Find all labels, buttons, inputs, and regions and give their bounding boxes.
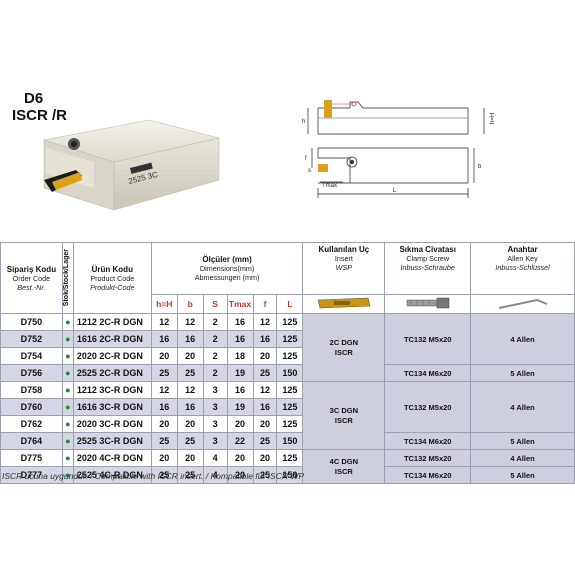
dim-header-tmax: Tmax: [226, 294, 254, 314]
title-line2: ISCR /R: [12, 107, 68, 124]
stock-dot: ●: [61, 415, 74, 433]
screw-group-1b: TC134 M6x20: [384, 364, 472, 382]
diagram-label-l: L: [393, 188, 397, 194]
dim-header-l: L: [276, 294, 304, 314]
compatibility-note: ISCR ucuna uygundur. / Compatible with I…: [2, 471, 305, 481]
dimension-diagram: h h=H f s Tmax b L: [302, 100, 496, 198]
product-title: D6 ISCR /R: [12, 90, 67, 124]
stock-dot: ●: [61, 432, 74, 450]
key-group-1b: 5 Allen: [470, 364, 575, 382]
screw-group-2a: TC132 M5x20: [384, 381, 472, 433]
screw-group-3a: TC132 M5x20: [384, 449, 472, 467]
table-row: D756 ● 2525 2C-R DGN 25 25 2 19 25 150 T…: [0, 364, 575, 382]
header-dimensions: Ölçüler (mm)Dimensions(mm)Abmessungen (m…: [150, 242, 304, 295]
stock-dot: ●: [61, 330, 74, 348]
tool-holder-photo: 2525 3C: [43, 119, 220, 211]
dim-header-f: f: [252, 294, 278, 314]
diagram-label-f: f: [305, 156, 307, 162]
diagram-label-h: h: [302, 119, 305, 125]
key-group-3b: 5 Allen: [470, 466, 575, 484]
key-image-cell: [470, 294, 575, 314]
table-row: D775 ● 2020 4C-R DGN 20 20 4 20 20 125 4…: [0, 449, 575, 484]
key-group-2a: 4 Allen: [470, 381, 575, 433]
key-group-3a: 4 Allen: [470, 449, 575, 467]
diagram-label-s: s: [308, 168, 311, 174]
table-row: D760 ● 1616 3C-R DGN 16 16 3 19 16 125: [0, 398, 575, 416]
stock-dot: ●: [61, 313, 74, 331]
stock-dot: ●: [61, 381, 74, 399]
table-row: D758 ● 1212 3C-R DGN 12 12 3 16 12 125 3…: [0, 381, 575, 450]
table-row: D750 ● 1212 2C-R DGN 12 12 2 16 12 125 2…: [0, 313, 575, 382]
table-row: D762 ● 2020 3C-R DGN 20 20 3 20 20 125: [0, 415, 575, 433]
table-row: D764 ● 2525 3C-R DGN 25 25 3 22 25 150 T…: [0, 432, 575, 450]
table-row: D752 ● 1616 2C-R DGN 16 16 2 16 16 125: [0, 330, 575, 348]
header-stock: Stok/Stock/Lager: [61, 242, 74, 314]
diagram-label-b: b: [478, 164, 482, 170]
dim-header-s: S: [202, 294, 228, 314]
dim-header-b: b: [176, 294, 204, 314]
diagram-label-h-eq-H: h=H: [490, 113, 496, 124]
key-group-2b: 5 Allen: [470, 432, 575, 450]
allen-key-icon: [498, 298, 547, 309]
dim-header-h: h=H: [150, 294, 178, 314]
stock-dot: ●: [61, 364, 74, 382]
title-line1: D6: [24, 90, 44, 107]
table-row: D777 ● 2525 4C-R DGN 25 25 4 20 25 150 T…: [0, 466, 575, 484]
screw-group-1a: TC132 M5x20: [384, 313, 472, 365]
stock-dot: ●: [61, 449, 74, 467]
screw-group-2b: TC134 M6x20: [384, 432, 472, 450]
screw-image-cell: [384, 294, 472, 314]
diagram-label-tmax: Tmax: [322, 183, 337, 189]
insert-image-cell: [302, 294, 386, 314]
insert-icon: [317, 297, 371, 309]
stock-dot: ●: [61, 347, 74, 365]
screw-group-3b: TC134 M6x20: [384, 466, 472, 484]
clamp-screw-icon: [406, 297, 449, 309]
stock-dot: ●: [61, 398, 74, 416]
key-group-1a: 4 Allen: [470, 313, 575, 365]
